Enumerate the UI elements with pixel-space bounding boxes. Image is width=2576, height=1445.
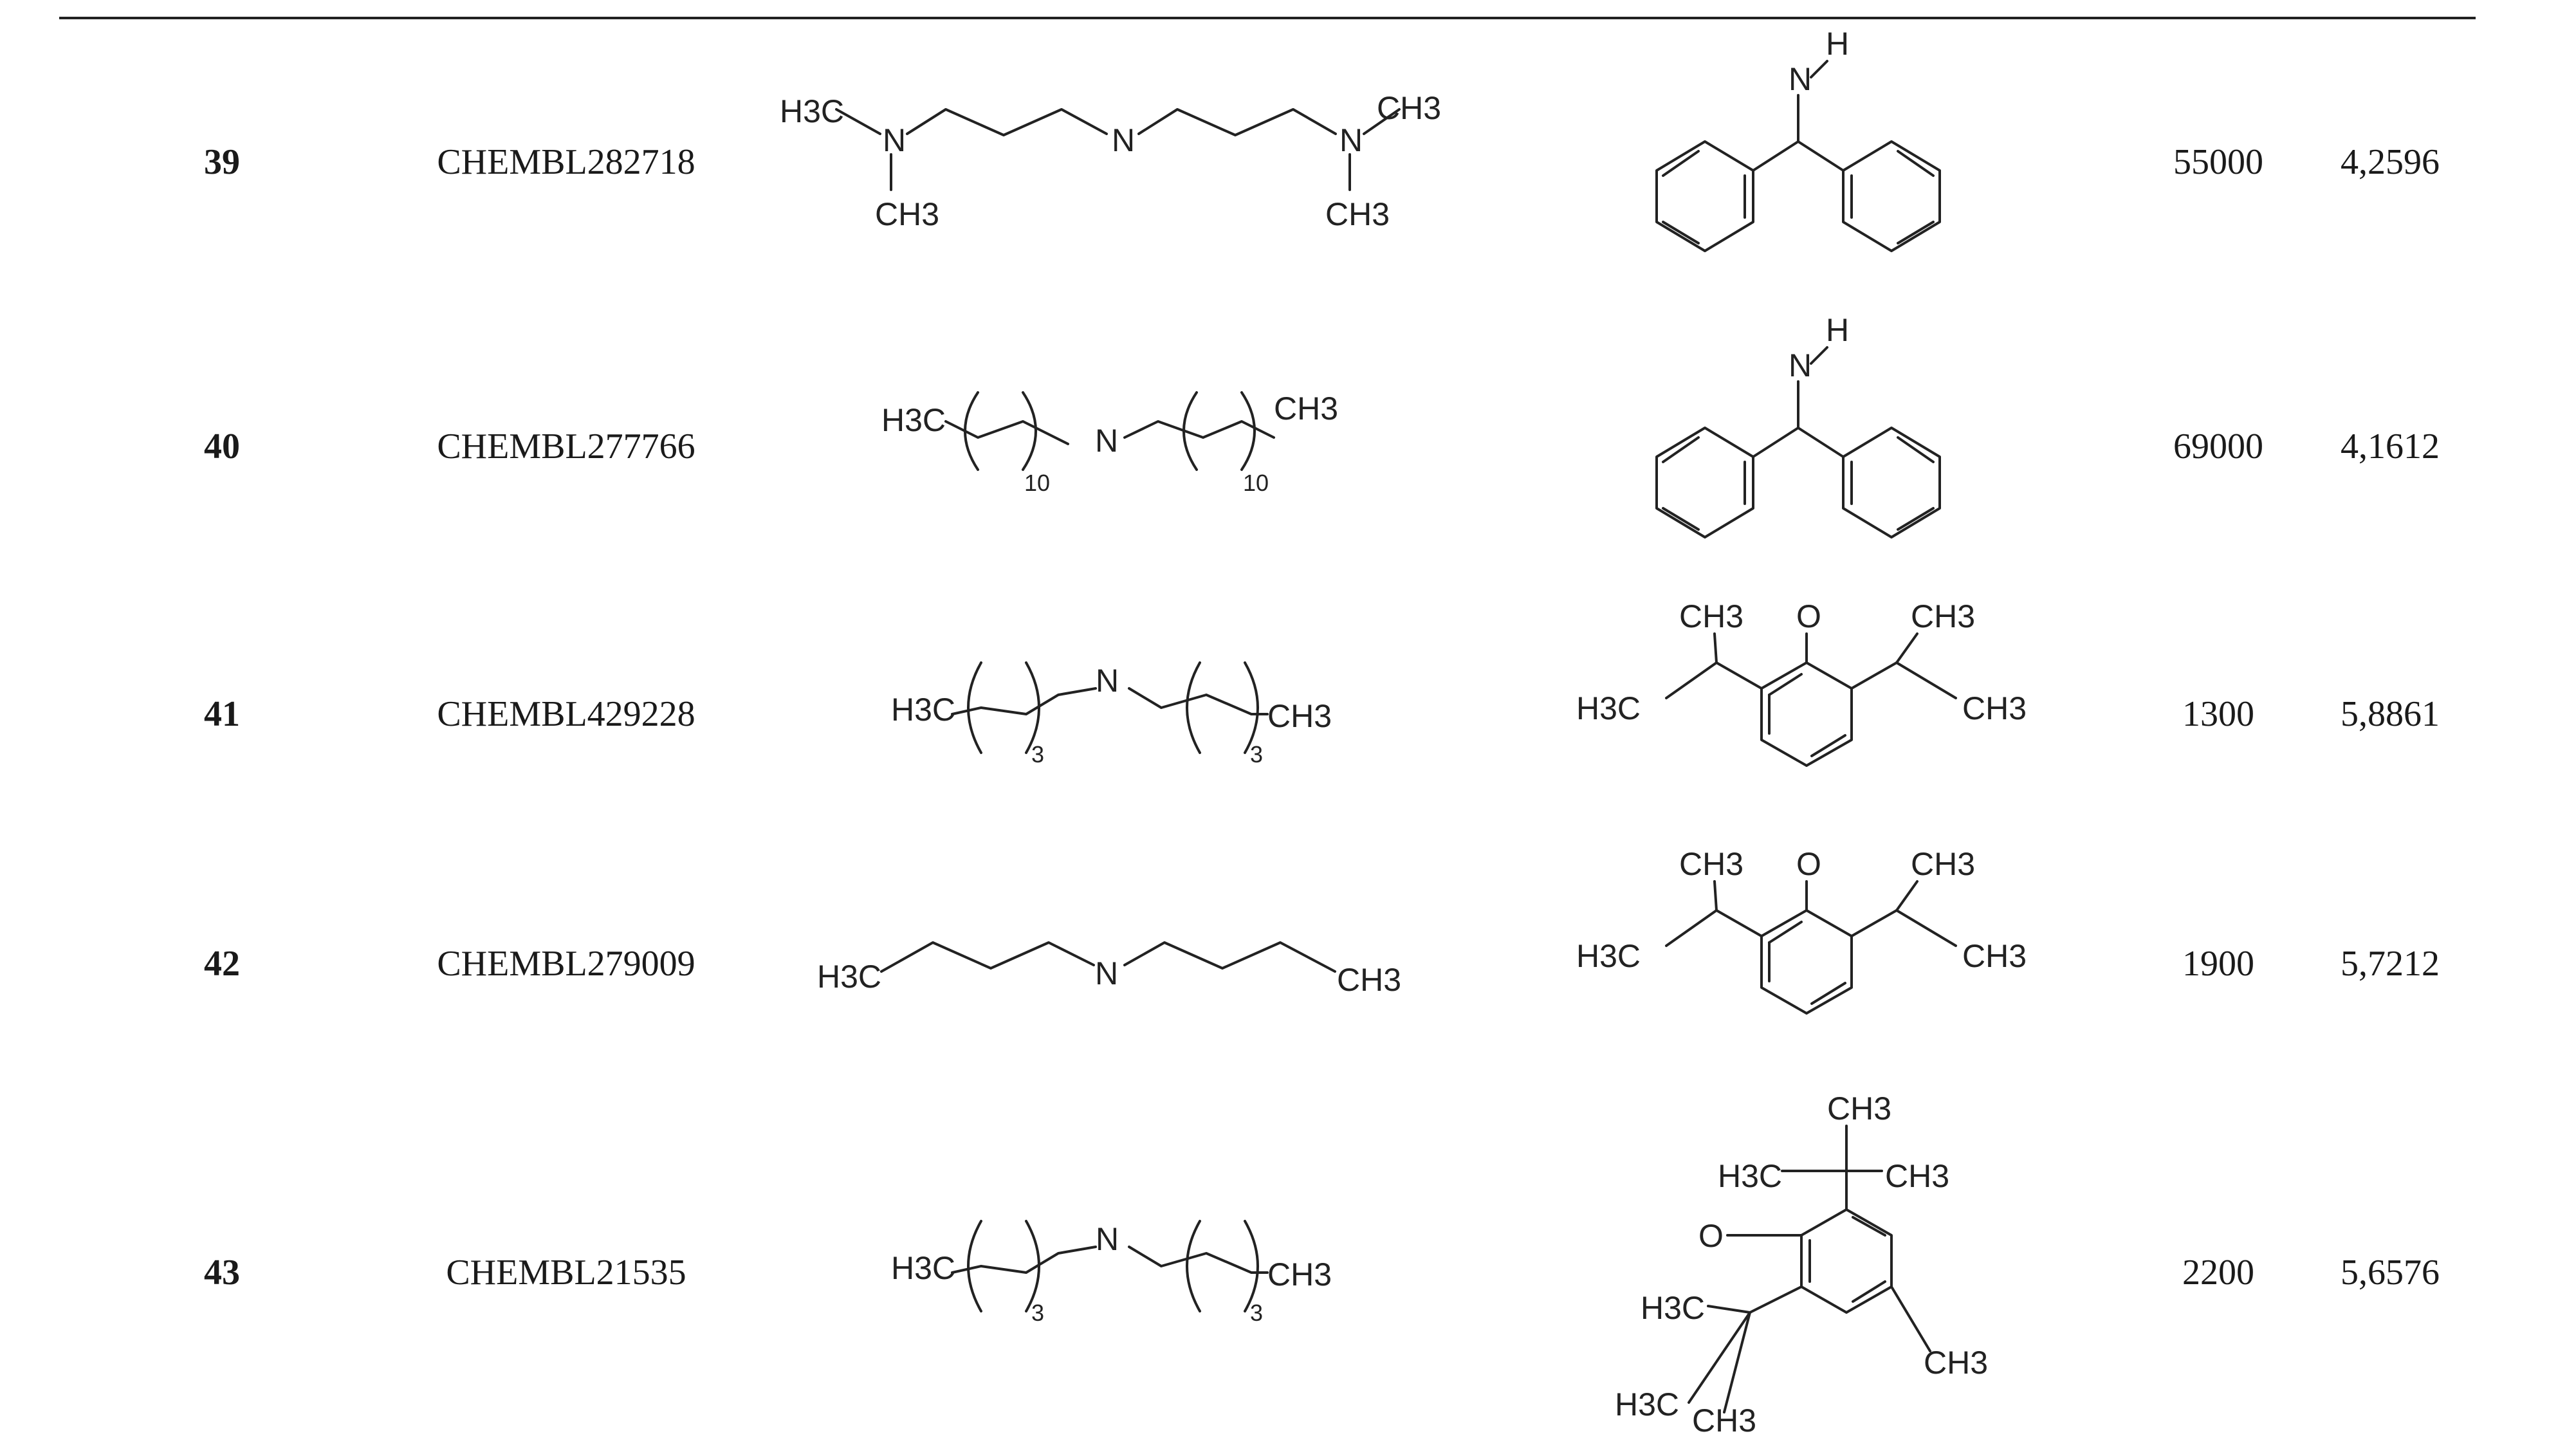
atom-label: N [1112,122,1135,158]
compound-number: 42 [204,944,240,984]
activity-value: 69000 [2173,427,2263,466]
subscript-label: 10 [1243,470,1269,496]
atom-label: N [1789,347,1812,383]
benzhydrylamine-structure: N H [1655,312,1941,538]
atom-label: N [1789,61,1812,97]
amine-structure: H3C 10 N 10 CH3 [881,391,1338,496]
atom-label: H3C [1615,1386,1679,1422]
atom-label: H3C [1576,938,1641,974]
compound-number: 39 [204,142,240,182]
atom-label: CH3 [1377,90,1441,126]
atom-label: H [1826,312,1849,348]
atom-label: O [1796,846,1821,882]
amine-structure: H3C 3 N 3 CH3 [891,1220,1332,1326]
di-tert-butyl-methylphenol-structure: CH3 H3C CH3 O H3C H3C CH3 CH3 [1615,1091,1988,1439]
activity-value: 1900 [2182,944,2254,984]
atom-label: H3C [891,1250,955,1286]
subscript-label: 3 [1250,1300,1263,1326]
subscript-label: 3 [1031,741,1044,768]
amine-structure: H3C N CH3 N N CH3 CH3 [780,90,1441,232]
chembl-id: CHEMBL277766 [437,427,695,466]
atom-label: CH3 [1267,1256,1332,1293]
subscript-label: 3 [1250,741,1263,768]
compound-number: 41 [204,694,240,734]
activity-score: 5,6576 [2341,1253,2440,1293]
atom-label: H3C [881,402,946,438]
atom-label: CH3 [1827,1091,1891,1127]
activity-score: 4,1612 [2341,427,2440,466]
amine-structure: H3C N CH3 [817,941,1401,998]
atom-label: CH3 [1962,690,2027,726]
atom-label: N [1339,122,1363,158]
atom-label: CH3 [1911,846,1975,882]
activity-score: 5,7212 [2341,944,2440,984]
subscript-label: 3 [1031,1300,1044,1326]
atom-label: O [1698,1218,1724,1254]
compound-number: 40 [204,427,240,466]
atom-label: N [1095,955,1118,991]
diisopropylphenol-structure: H3C CH3 O CH3 CH3 [1576,846,2027,1015]
atom-label: CH3 [875,196,939,232]
activity-score: 5,8861 [2341,694,2440,734]
atom-label: CH3 [1924,1345,1988,1381]
atom-label: CH3 [1679,598,1743,634]
atom-label: CH3 [1274,391,1338,427]
table-top-rule [59,17,2476,19]
benzhydrylamine-structure: N H [1655,26,1941,252]
activity-value: 2200 [2182,1253,2254,1293]
activity-value: 55000 [2173,142,2263,182]
atom-label: H3C [891,692,955,728]
compound-number: 43 [204,1253,240,1293]
atom-label: CH3 [1679,846,1743,882]
atom-label: N [1096,1221,1119,1257]
atom-label: H3C [1718,1158,1782,1194]
chembl-id: CHEMBL429228 [437,694,695,734]
diisopropylphenol-structure: H3C CH3 O CH3 CH3 [1576,598,2027,767]
atom-label: CH3 [1267,698,1332,734]
subscript-label: 10 [1024,470,1050,496]
activity-score: 4,2596 [2341,142,2440,182]
atom-label: H3C [1641,1290,1705,1326]
chembl-id: CHEMBL21535 [446,1253,686,1293]
atom-label: CH3 [1325,196,1390,232]
amine-structure: H3C 3 N 3 CH3 [891,661,1332,768]
activity-value: 1300 [2182,694,2254,734]
atom-label: CH3 [1962,938,2027,974]
atom-label: H3C [780,93,844,129]
atom-label: N [883,122,906,158]
chembl-id: CHEMBL282718 [437,142,695,182]
chembl-id: CHEMBL279009 [437,944,695,984]
atom-label: H3C [817,959,881,995]
atom-label: O [1796,598,1821,634]
atom-label: CH3 [1911,598,1975,634]
atom-label: H [1826,26,1849,62]
atom-label: N [1096,663,1119,699]
atom-label: H3C [1576,690,1641,726]
atom-label: N [1095,423,1118,459]
atom-label: CH3 [1337,962,1401,998]
atom-label: CH3 [1885,1158,1949,1194]
